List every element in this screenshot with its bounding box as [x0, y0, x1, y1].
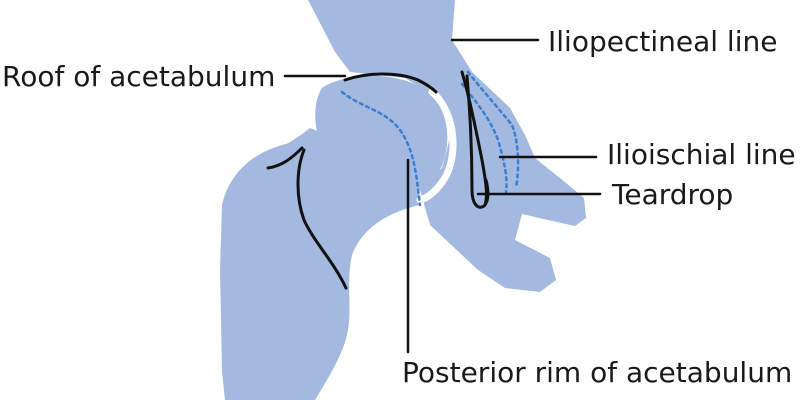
femoral-neck-line-lower: [296, 148, 348, 290]
acetabular-roof-line: [343, 72, 438, 94]
ilioischial-dotted-inner: [460, 82, 508, 194]
label-roof-of-acetabulum: Roof of acetabulum: [2, 60, 275, 93]
greater-trochanter-shape: [222, 142, 304, 218]
femoral-neck-line-upper: [266, 146, 304, 170]
ilioischial-dotted-outer: [466, 70, 520, 190]
label-ilioischial-line: Ilioischial line: [607, 138, 796, 171]
dotted-lines: [340, 70, 520, 207]
label-posterior-rim: Posterior rim of acetabulum: [402, 356, 792, 389]
labels: Iliopectineal line Roof of acetabulum Il…: [2, 25, 796, 389]
posterior-rim-dotted: [340, 90, 422, 207]
label-teardrop: Teardrop: [611, 178, 733, 211]
joint-space-gap: [416, 88, 457, 204]
leader-lines: [283, 38, 602, 354]
label-iliopectineal-line: Iliopectineal line: [548, 25, 777, 58]
teardrop-loop: [465, 74, 490, 209]
